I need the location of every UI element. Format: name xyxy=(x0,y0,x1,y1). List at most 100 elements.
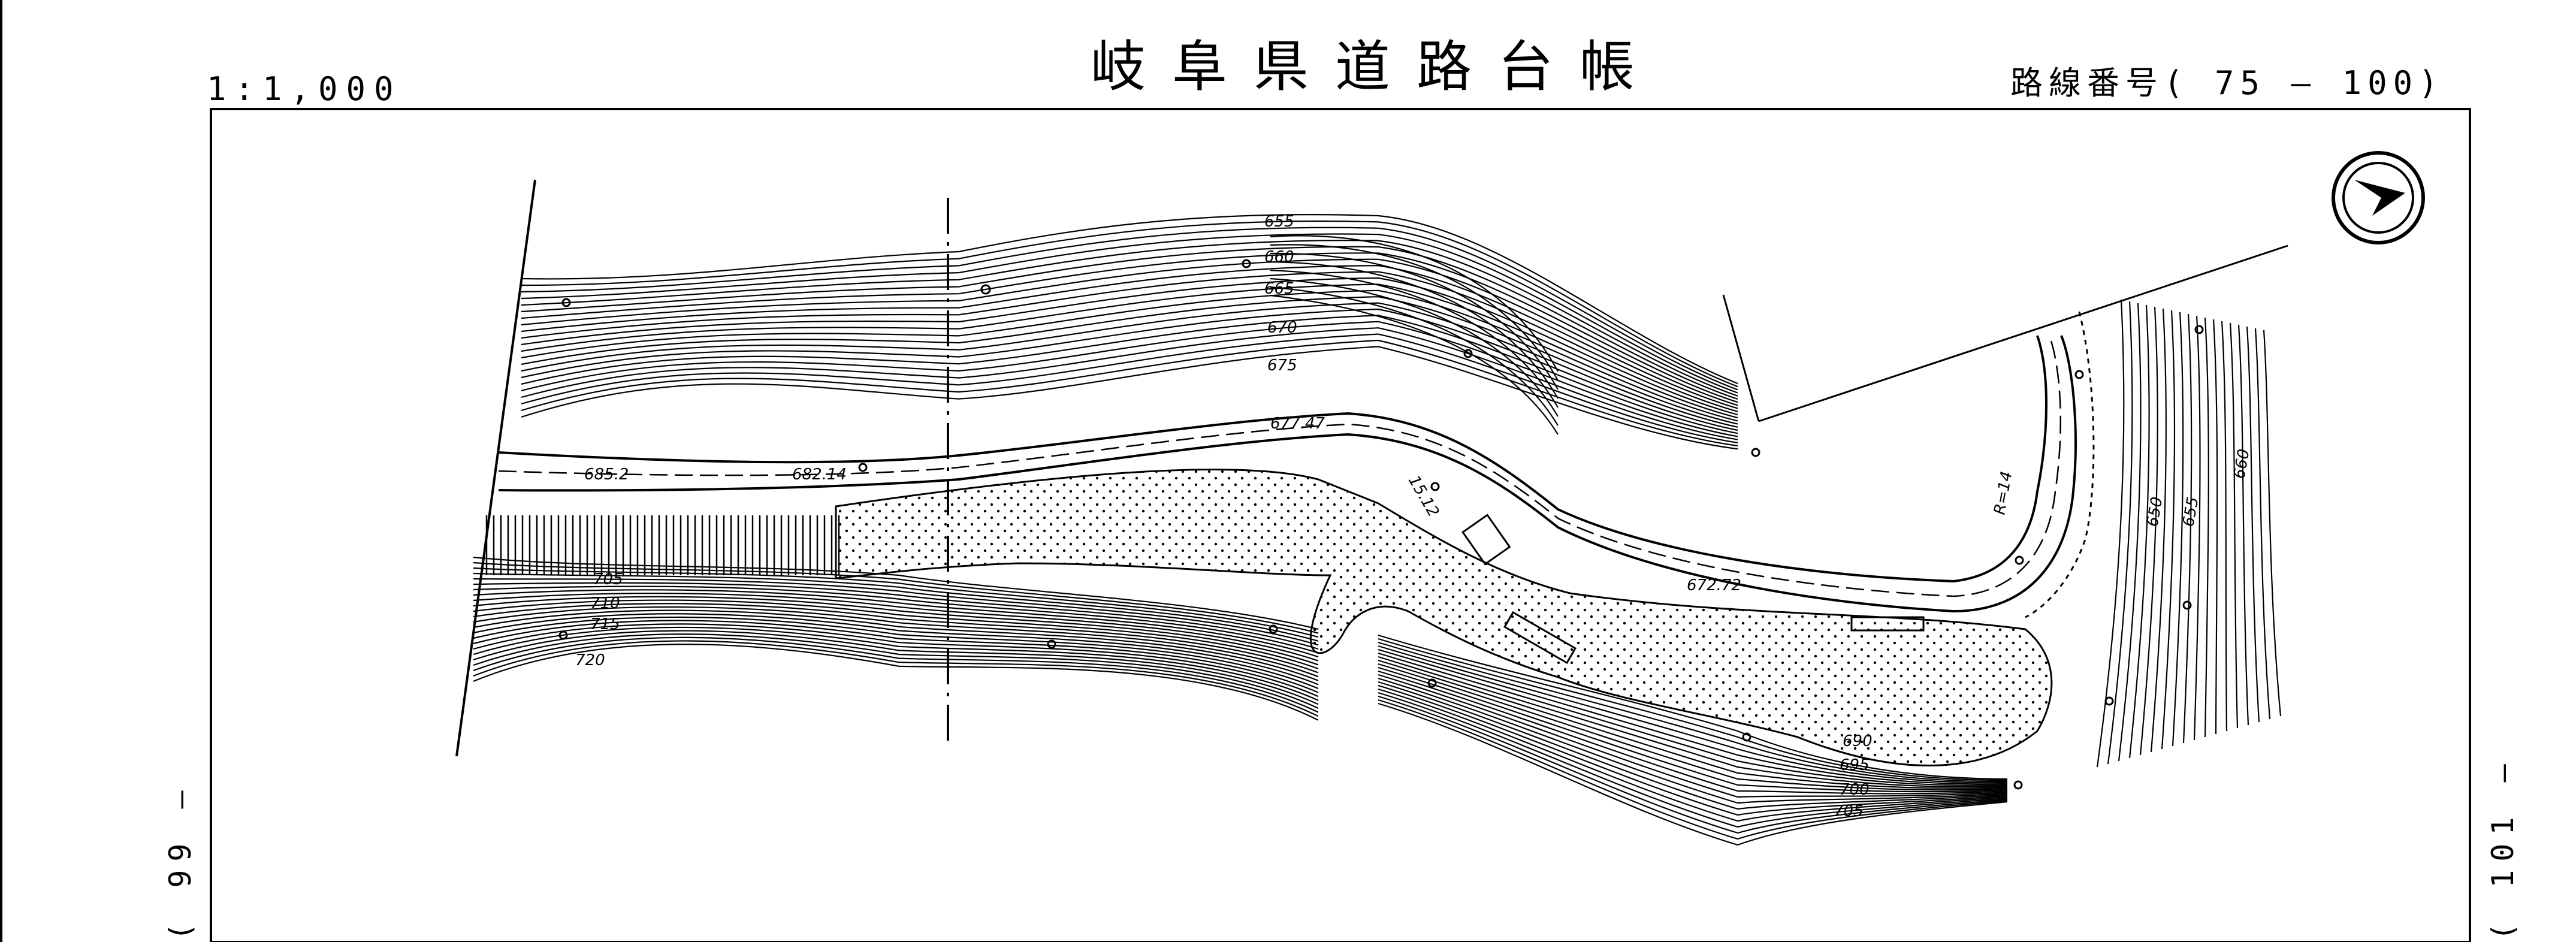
right-contour-lines xyxy=(2096,299,2282,768)
contour-line xyxy=(473,603,1319,674)
contour-line xyxy=(1378,652,2008,786)
contour-label: 700 xyxy=(1840,781,1870,799)
contour-line xyxy=(1378,695,2008,834)
contour-line xyxy=(473,609,1319,681)
contour-line xyxy=(1378,670,2008,795)
contour-line xyxy=(1378,641,2008,783)
contour-line xyxy=(521,283,1738,419)
north-arrow-icon xyxy=(2332,151,2425,244)
contour-line xyxy=(1378,681,2008,810)
contour-line xyxy=(2182,313,2193,744)
contour-line xyxy=(2246,326,2260,723)
contour-line xyxy=(1270,269,1559,408)
contour-label: 665 xyxy=(1264,280,1294,298)
elevation-label: 677.47 xyxy=(1270,415,1325,433)
contour-line xyxy=(1270,294,1559,435)
contour-line xyxy=(521,213,1738,385)
contour-line xyxy=(1270,244,1559,381)
contour-line xyxy=(1378,692,2008,828)
contour-line xyxy=(1378,656,2008,788)
contour-line xyxy=(473,633,1319,709)
contour-line xyxy=(1270,235,1559,372)
contour-line xyxy=(1270,261,1559,399)
contour-labels: 655 660 665 670 675 705 710 715 720 690 … xyxy=(575,213,1873,820)
contour-line xyxy=(1378,702,2008,846)
contour-line xyxy=(1378,659,2008,789)
contour-line xyxy=(1378,666,2008,793)
contour-line xyxy=(521,277,1738,416)
contour-line xyxy=(521,339,1738,447)
contour-label: 690 xyxy=(1843,732,1873,750)
contour-line xyxy=(2221,321,2228,732)
contour-line xyxy=(1378,684,2008,816)
contour-line xyxy=(1378,634,2008,780)
contour-line xyxy=(2096,299,2125,768)
contour-line xyxy=(473,644,1319,721)
contour-line xyxy=(1378,663,2008,791)
contour-line xyxy=(1378,648,2008,785)
retaining-wall-hatch xyxy=(485,515,840,575)
contour-line xyxy=(473,623,1319,698)
contour-line xyxy=(473,593,1319,662)
contour-line xyxy=(521,346,1738,450)
contour-line xyxy=(521,246,1738,400)
guard-structure xyxy=(1850,616,1925,632)
contour-line xyxy=(473,572,1319,642)
contour-line xyxy=(521,333,1738,443)
contour-line xyxy=(1378,674,2008,798)
contour-line xyxy=(521,252,1738,403)
route-number: 路線番号( 75 ― 100) xyxy=(2010,64,2444,102)
contour-line xyxy=(521,271,1738,412)
contour-line xyxy=(473,613,1319,686)
side-ditch xyxy=(2025,311,2095,618)
contour-line xyxy=(2150,308,2167,753)
contour-line xyxy=(521,265,1738,409)
contour-label: 705 xyxy=(1834,802,1864,820)
map-scale: 1:1,000 xyxy=(207,70,402,108)
contour-line xyxy=(473,620,1319,693)
contour-line xyxy=(1270,277,1559,417)
stippled-area xyxy=(835,469,2053,766)
contour-line xyxy=(473,640,1319,717)
contour-line xyxy=(473,585,1319,654)
contour-line xyxy=(1378,638,2008,781)
contour-line xyxy=(521,296,1738,425)
contour-line xyxy=(2107,301,2133,765)
lower-contour-lines xyxy=(473,556,2008,846)
contour-line xyxy=(1378,677,2008,804)
elevation-label: 682.14 xyxy=(792,466,847,484)
contour-line xyxy=(521,233,1738,394)
map-frame xyxy=(210,108,2471,942)
contour-line xyxy=(473,582,1319,650)
road-edge-north xyxy=(498,335,2047,583)
contour-line xyxy=(521,315,1738,434)
contour-line xyxy=(521,308,1738,431)
contour-line xyxy=(521,302,1738,428)
contour-line xyxy=(473,606,1319,678)
contour-line xyxy=(473,616,1319,690)
contour-line xyxy=(473,626,1319,701)
road-mark: R=14 xyxy=(1991,470,2016,516)
contour-line xyxy=(521,240,1738,397)
contour-line xyxy=(2161,310,2176,750)
contour-label: 705 xyxy=(593,570,623,588)
drain-structure xyxy=(1503,611,1577,665)
contour-line xyxy=(473,578,1319,646)
contour-line xyxy=(2118,303,2142,762)
contour-line xyxy=(473,589,1319,658)
contour-line xyxy=(1378,688,2008,822)
elevation-label: 685.2 xyxy=(584,466,629,484)
contour-line xyxy=(2128,304,2150,759)
elevation-labels: 685.2 682.14 677.47 672.72 xyxy=(584,415,1741,594)
contour-line xyxy=(521,289,1738,422)
contour-line xyxy=(1378,699,2008,840)
contour-label: 720 xyxy=(575,651,605,669)
contour-line xyxy=(1270,286,1559,426)
map-boundary-upper xyxy=(1758,244,2288,422)
road-centerline xyxy=(498,335,2061,597)
contour-label: 660 xyxy=(1264,248,1294,266)
contour-label: 695 xyxy=(1840,756,1870,774)
contour-line xyxy=(521,327,1738,440)
contour-line xyxy=(2263,330,2282,717)
